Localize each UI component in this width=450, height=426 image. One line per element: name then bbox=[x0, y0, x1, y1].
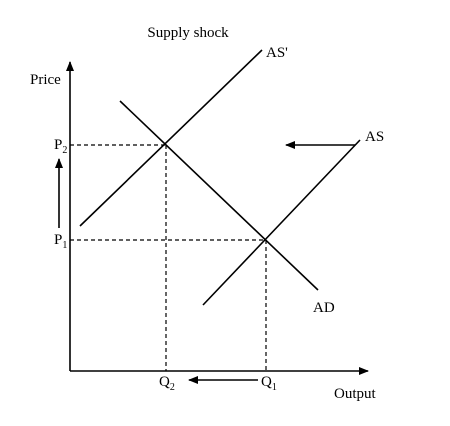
q2-label: Q2 bbox=[159, 374, 175, 393]
as-old-label: AS bbox=[365, 129, 384, 145]
as-new-curve bbox=[79, 49, 263, 227]
diagram-title: Supply shock bbox=[147, 25, 229, 41]
p2-label: P2 bbox=[54, 137, 67, 156]
ad-curve bbox=[119, 100, 319, 291]
p1-label: P1 bbox=[54, 232, 67, 251]
ad-label: AD bbox=[313, 300, 335, 316]
as-old-curve bbox=[202, 139, 361, 306]
as-new-label: AS' bbox=[266, 45, 288, 61]
q1-label: Q1 bbox=[261, 374, 277, 393]
x-axis-label: Output bbox=[334, 386, 377, 402]
y-axis-label: Price bbox=[30, 72, 61, 88]
